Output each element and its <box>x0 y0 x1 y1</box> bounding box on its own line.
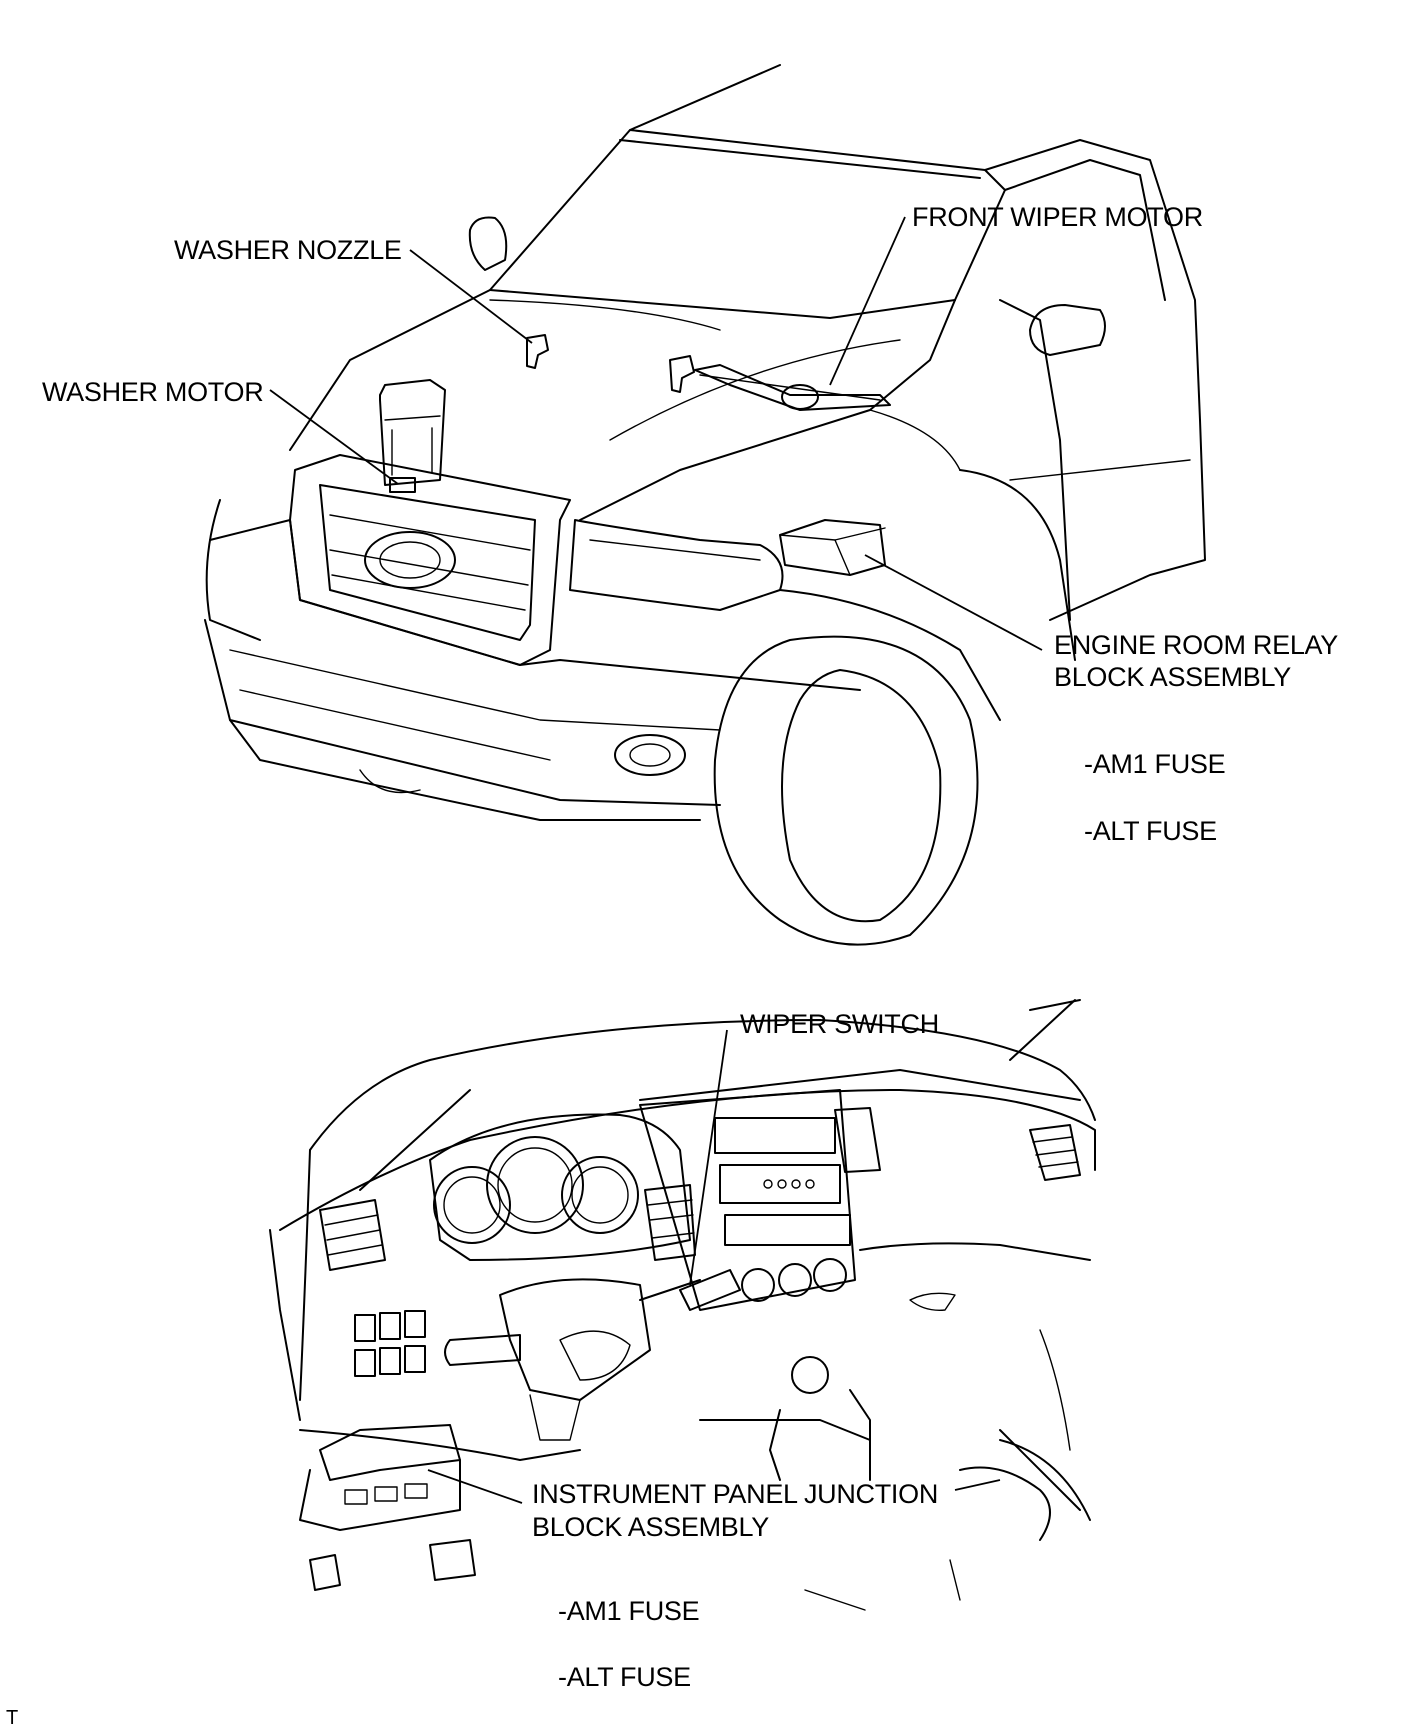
truck-illustration <box>204 64 1206 946</box>
bottom-leader-lines <box>427 1029 1001 1504</box>
engine-room-am1-fuse-label: -AM1 FUSE <box>1084 749 1226 779</box>
washer-motor-label: WASHER MOTOR <box>42 377 264 407</box>
corner-mark: T <box>6 1707 18 1729</box>
engine-room-relay-label-line1: ENGINE ROOM RELAY <box>1054 630 1338 660</box>
wiper-switch-label: WIPER SWITCH <box>740 1009 939 1039</box>
instrument-panel-label-line1: INSTRUMENT PANEL JUNCTION <box>532 1479 939 1509</box>
engine-room-relay-label-line2: BLOCK ASSEMBLY <box>1054 662 1291 692</box>
washer-nozzle-label: WASHER NOZZLE <box>174 235 402 265</box>
dashboard-illustration <box>269 999 1096 1611</box>
top-leader-lines <box>269 216 1043 651</box>
engine-room-alt-fuse-label: -ALT FUSE <box>1084 816 1217 846</box>
instrument-panel-am1-fuse-label: -AM1 FUSE <box>558 1596 700 1626</box>
instrument-panel-alt-fuse-label: -ALT FUSE <box>558 1662 691 1692</box>
instrument-panel-label-line2: BLOCK ASSEMBLY <box>532 1512 769 1542</box>
front-wiper-motor-label: FRONT WIPER MOTOR <box>912 202 1203 232</box>
